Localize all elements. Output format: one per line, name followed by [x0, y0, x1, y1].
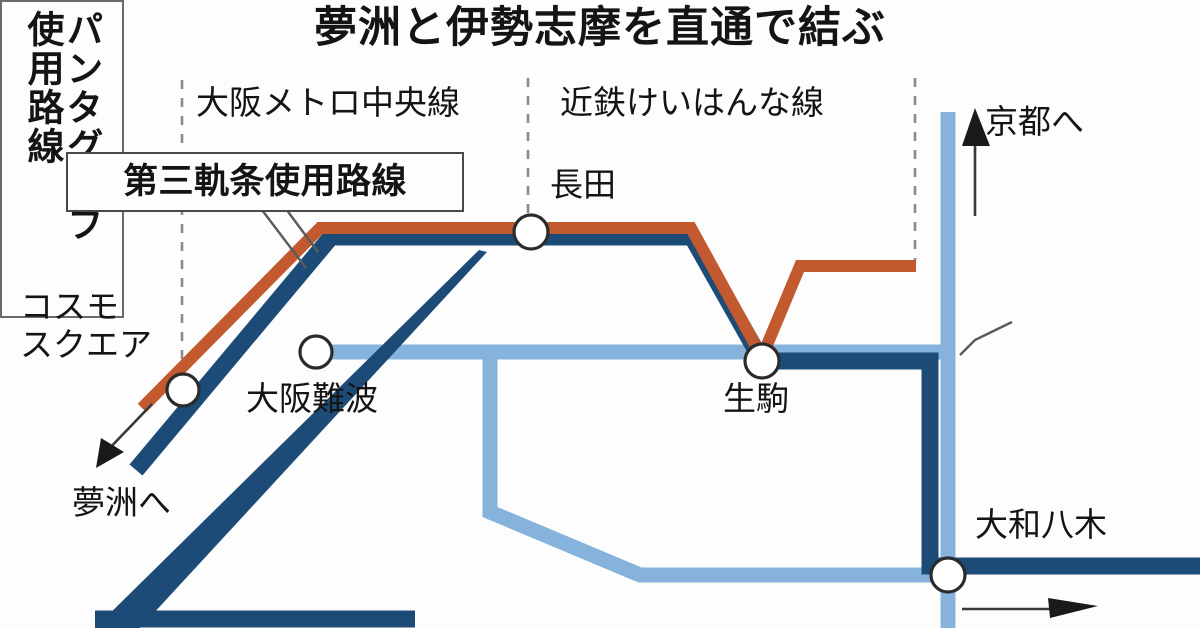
callout-third-rail-line: 第三軌条使用路線 — [66, 152, 464, 212]
arrow-shaft-yumeshima — [105, 403, 153, 453]
station-marker-yamatoyagi[interactable] — [929, 556, 967, 594]
orange-main-route — [137, 222, 768, 413]
arrow-head-yumeshima — [96, 438, 124, 468]
station-marker-cosmo[interactable] — [165, 372, 201, 408]
page-title: 夢洲と伊勢志摩を直通で結ぶ — [314, 4, 886, 52]
leader-third-rail-right — [285, 208, 319, 253]
arrow-head-kyoto — [962, 108, 990, 146]
light-blue-lines — [322, 112, 956, 628]
section-divider-lines — [180, 78, 917, 400]
direction-label-kyoto: 京都へ — [985, 103, 1084, 140]
direction-arrows — [96, 108, 1098, 618]
station-label-osaka-namba: 大阪難波 — [246, 380, 378, 417]
lightblue-south-branch — [482, 352, 948, 583]
leader-third-rail-left — [261, 209, 307, 269]
arrow-head-east — [1048, 598, 1098, 618]
station-label-ikoma: 生駒 — [723, 380, 789, 417]
section-label-chuo-line: 大阪メトロ中央線 — [196, 84, 460, 121]
callout-leader-lines — [261, 208, 1013, 356]
station-marker-namba[interactable] — [298, 334, 334, 370]
darkblue-tapered-spur — [95, 250, 487, 628]
direction-label-yumeshima: 夢洲へ — [72, 484, 171, 521]
station-label-cosmosquare: コスモ スクエア — [20, 288, 152, 364]
callout-pantograph-text-2: 使用路線 — [22, 10, 63, 166]
orange-keihanna-branch — [756, 260, 916, 360]
leader-pantograph — [959, 320, 1013, 356]
orange-third-rail-line — [137, 222, 916, 413]
station-marker-ikoma[interactable] — [743, 342, 781, 380]
station-marker-nagata[interactable] — [512, 213, 550, 251]
section-label-keihanna-line: 近鉄けいはんな線 — [560, 84, 824, 121]
station-label-nagata: 長田 — [550, 166, 616, 203]
station-label-yamato-yagi: 大和八木 — [975, 506, 1107, 543]
station-markers — [165, 213, 967, 594]
